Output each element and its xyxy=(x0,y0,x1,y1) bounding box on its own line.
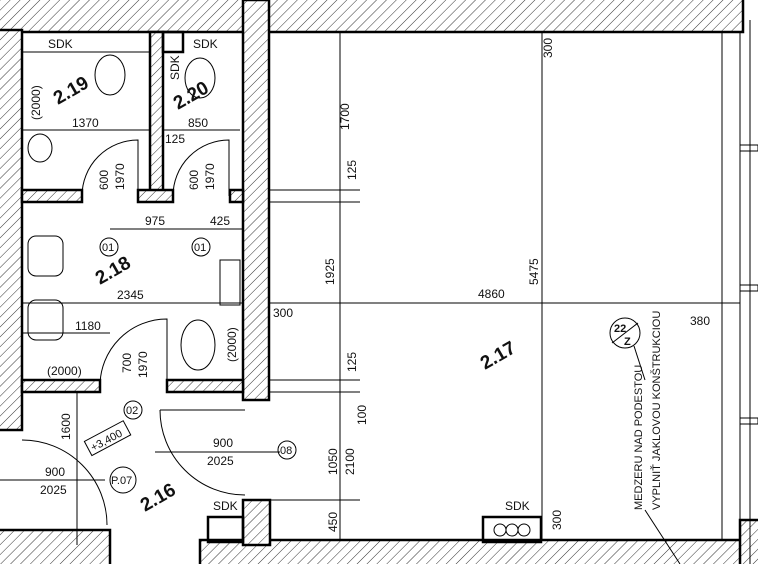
sdk-riser xyxy=(481,515,543,544)
sdk-label: SDK xyxy=(213,499,238,513)
sink-icon xyxy=(27,299,64,341)
svg-text:975: 975 xyxy=(145,214,165,228)
cleaner-sink-icon xyxy=(180,319,216,371)
urinal-icon xyxy=(27,133,53,163)
svg-text:22: 22 xyxy=(614,323,626,335)
svg-text:850: 850 xyxy=(188,116,208,130)
wall-segment xyxy=(20,188,84,204)
door-tag-08: 08 xyxy=(277,440,297,460)
sink-icon xyxy=(27,235,64,277)
wall-segment xyxy=(228,188,245,204)
corridor-wall xyxy=(241,0,271,402)
svg-text:1180: 1180 xyxy=(75,319,101,333)
svg-text:100: 100 xyxy=(355,405,369,425)
partition-2-19-2-20 xyxy=(148,30,165,194)
svg-text:2100: 2100 xyxy=(343,448,357,475)
top-wall xyxy=(0,0,745,34)
door-tag-01: 01 xyxy=(99,237,119,257)
svg-text:02: 02 xyxy=(126,405,138,417)
svg-text:300: 300 xyxy=(541,38,555,58)
svg-text:900: 900 xyxy=(45,465,65,479)
bottom-wall-left xyxy=(0,528,112,564)
svg-text:2345: 2345 xyxy=(117,288,144,302)
sdk-riser xyxy=(206,515,245,544)
svg-text:300: 300 xyxy=(273,306,293,320)
dimension-texts: 1370 850 125 600 1970 600 1970 975 425 2… xyxy=(40,38,710,532)
toilet-icon xyxy=(184,57,216,99)
height-label: (2000) xyxy=(225,327,239,362)
svg-text:1700: 1700 xyxy=(338,103,352,130)
wall-segment xyxy=(136,188,175,204)
room-number: 2.18 xyxy=(92,253,135,290)
svg-text:1970: 1970 xyxy=(136,351,150,378)
height-label: (2000) xyxy=(29,85,43,120)
svg-text:1970: 1970 xyxy=(203,163,217,190)
wall-stub xyxy=(241,498,272,547)
svg-text:01: 01 xyxy=(194,242,206,254)
svg-text:300: 300 xyxy=(550,510,564,530)
level-mark: +3,400 xyxy=(83,420,132,457)
svg-text:P.07: P.07 xyxy=(111,475,132,487)
svg-text:600: 600 xyxy=(97,170,111,190)
svg-text:1370: 1370 xyxy=(72,116,99,130)
svg-text:5475: 5475 xyxy=(527,258,541,285)
svg-text:700: 700 xyxy=(120,353,134,373)
left-wall xyxy=(0,28,24,432)
section-marker: 22 Z xyxy=(609,317,681,564)
room-number: 2.19 xyxy=(50,73,93,110)
svg-text:1925: 1925 xyxy=(323,258,337,285)
fixtures xyxy=(21,30,543,544)
svg-text:01: 01 xyxy=(102,242,114,254)
wall-stub xyxy=(738,518,758,564)
svg-text:1600: 1600 xyxy=(59,413,73,440)
toilet-icon xyxy=(94,54,126,96)
svg-text:+3,400: +3,400 xyxy=(89,428,125,455)
sdk-duct xyxy=(21,31,151,53)
room-number: 2.16 xyxy=(137,480,180,517)
svg-text:1970: 1970 xyxy=(113,163,127,190)
height-label: (2000) xyxy=(47,364,82,378)
svg-text:2025: 2025 xyxy=(207,454,234,468)
note-line-2: VYPLNIŤ JAKLOVOU KONŠTRUKCIOU xyxy=(650,311,663,510)
door-tag-01: 01 xyxy=(191,237,211,257)
svg-text:1050: 1050 xyxy=(326,448,340,475)
svg-text:08: 08 xyxy=(280,445,292,457)
right-edge xyxy=(721,20,758,564)
svg-text:900: 900 xyxy=(213,436,233,450)
bottom-wall xyxy=(198,538,744,564)
room-number: 2.20 xyxy=(170,78,213,115)
pipe-icon xyxy=(161,30,185,54)
svg-text:2025: 2025 xyxy=(40,483,67,497)
svg-text:Z: Z xyxy=(624,336,631,348)
door-swings xyxy=(21,139,246,526)
svg-text:125: 125 xyxy=(165,132,185,146)
svg-text:380: 380 xyxy=(690,314,710,328)
svg-text:600: 600 xyxy=(187,170,201,190)
sdk-label: SDK xyxy=(193,37,218,51)
sdk-label: SDK xyxy=(168,55,182,80)
svg-text:4860: 4860 xyxy=(478,287,505,301)
wall-segment xyxy=(165,378,245,394)
room-number: 2.17 xyxy=(477,338,520,375)
dimension-lines xyxy=(0,32,740,545)
svg-text:450: 450 xyxy=(326,512,340,532)
svg-text:425: 425 xyxy=(210,214,230,228)
door-tag-02: 02 xyxy=(123,400,143,420)
door-tag-p07: P.07 xyxy=(109,466,137,494)
note-line-1: MEDZERU NAD PODESTOU xyxy=(633,365,645,510)
sdk-label: SDK xyxy=(48,37,73,51)
svg-text:125: 125 xyxy=(345,352,359,372)
sdk-label: SDK xyxy=(505,499,530,513)
shaft-icon xyxy=(219,259,241,306)
wall-segment xyxy=(20,378,102,394)
svg-text:125: 125 xyxy=(345,160,359,180)
